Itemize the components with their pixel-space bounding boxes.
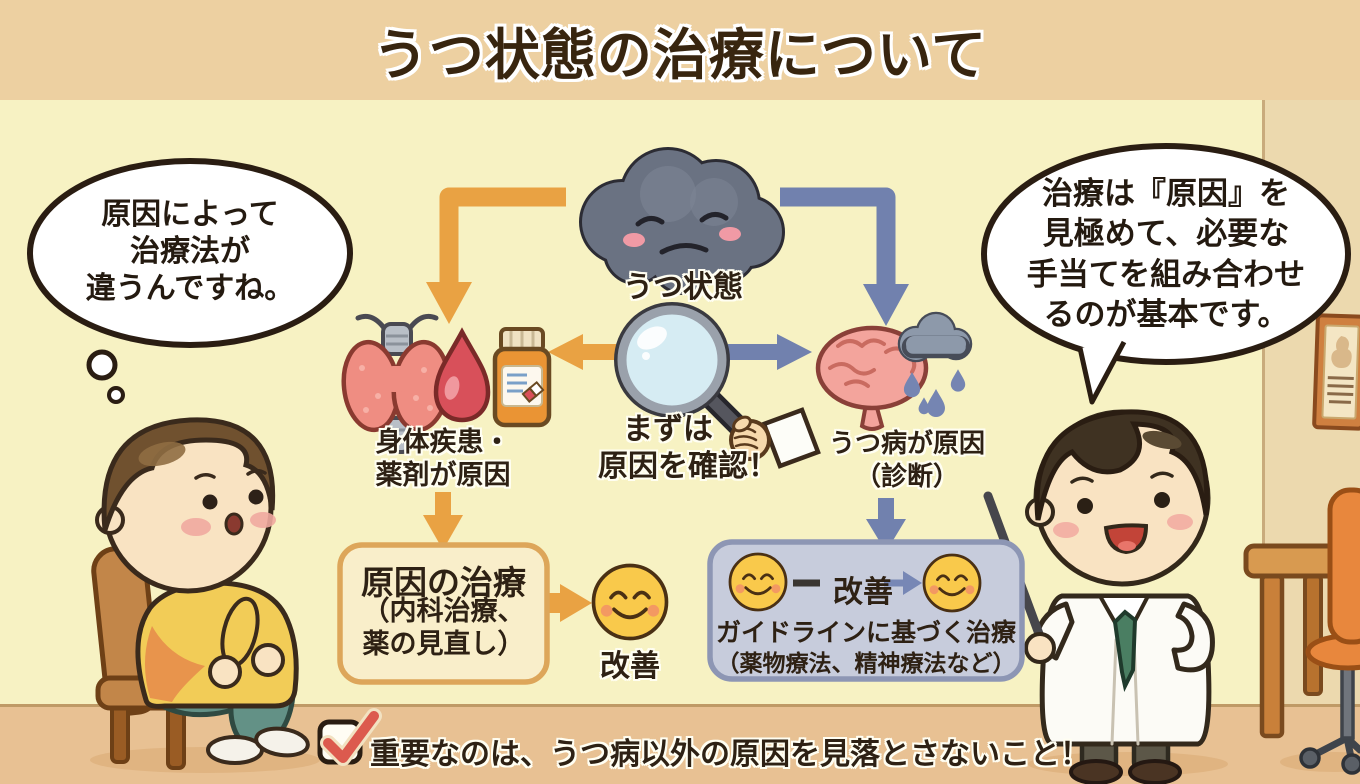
title-band: うつ状態の治療について <box>0 0 1360 100</box>
left-box-sub-line-1: （内科治療、 <box>362 596 525 627</box>
smiley-face-icon <box>591 563 669 641</box>
doctor-bubble-line-1: 治療は『原因』を <box>1042 176 1290 212</box>
doctor-bubble-line-2: 見極めて、必要な <box>1042 216 1290 253</box>
right-cause-label: うつ病が原因 （診断） <box>807 428 1007 493</box>
office-chair-icon <box>1299 487 1360 775</box>
child-thought-bubble-shape <box>27 158 353 404</box>
doctor-speech-bubble-text: 治療は『原因』を 見極めて、必要な 手当てを組み合わせ るのが基本です。 <box>990 174 1342 335</box>
left-box-to-improve-arrow <box>549 584 592 622</box>
left-cause-line-1: 身体疾患・ <box>375 427 511 458</box>
medicine-bottle-icon <box>492 327 552 428</box>
doctor-speech-bubble-shape <box>981 143 1351 405</box>
child-bubble-line-1: 原因によって <box>101 197 279 232</box>
doctor-tie <box>1112 609 1138 692</box>
blood-drop-icon <box>433 327 491 423</box>
sad-cloud-icon <box>579 147 785 295</box>
child-bubble-line-3: 違うんですね。 <box>85 271 295 307</box>
magnifying-glass-icon <box>614 302 821 469</box>
right-box-line-2: （薬物療法、精神療法など） <box>716 651 1016 677</box>
raindrops <box>903 369 966 417</box>
right-cause-line-1: うつ病が原因 <box>828 429 985 459</box>
check-step-line-2: 原因を確認！ <box>598 449 778 484</box>
right-branch-arrow <box>780 187 909 326</box>
child-thought-bubble-text: 原因によって 治療法が 違うんですね。 <box>40 196 340 308</box>
child-bubble-line-2: 治療法が <box>130 234 250 270</box>
footer-note: 重要なのは、うつ病以外の原因を見落とさないこと！ <box>370 737 1090 772</box>
left-box-subtitle: （内科治療、 薬の見直し） <box>345 596 542 662</box>
right-cause-down-arrow <box>866 498 906 552</box>
left-treatment-box <box>337 542 550 685</box>
rain-cloud-icon <box>897 311 973 417</box>
doctor-bubble-line-4: るのが基本です。 <box>1043 296 1289 333</box>
page-title: うつ状態の治療について <box>372 23 988 87</box>
check-step-line-1: まずは <box>623 412 713 447</box>
improve-arrow <box>884 571 922 595</box>
left-cause-label: 身体疾患・ 薬剤が原因 <box>343 427 543 493</box>
left-branch-arrow <box>426 187 566 324</box>
check-to-right-arrow <box>728 334 812 370</box>
root-node-label: うつ状態 <box>623 270 743 305</box>
left-outcome-label: 改善 <box>600 649 660 684</box>
right-cause-line-2: （診断） <box>854 461 959 492</box>
checked-checkbox-icon <box>317 708 382 766</box>
doctor-character <box>983 409 1215 784</box>
right-box-line-1: ガイドラインに基づく治療 <box>715 618 1016 647</box>
child-character <box>91 417 310 770</box>
left-box-sub-line-2: 薬の見直し） <box>362 628 525 660</box>
certificate-frame-icon <box>1312 313 1360 431</box>
smiley-face-icon <box>728 552 788 612</box>
smiley-face-icon <box>922 553 982 613</box>
right-box-improve-label: 改善 <box>833 575 893 610</box>
check-to-left-arrow <box>548 334 616 370</box>
left-cause-line-2: 薬剤が原因 <box>375 459 511 491</box>
doctor-bubble-line-3: 手当てを組み合わせ <box>1026 256 1306 293</box>
left-cause-down-arrow <box>423 492 463 550</box>
left-box-title: 原因の治療 <box>361 563 526 602</box>
